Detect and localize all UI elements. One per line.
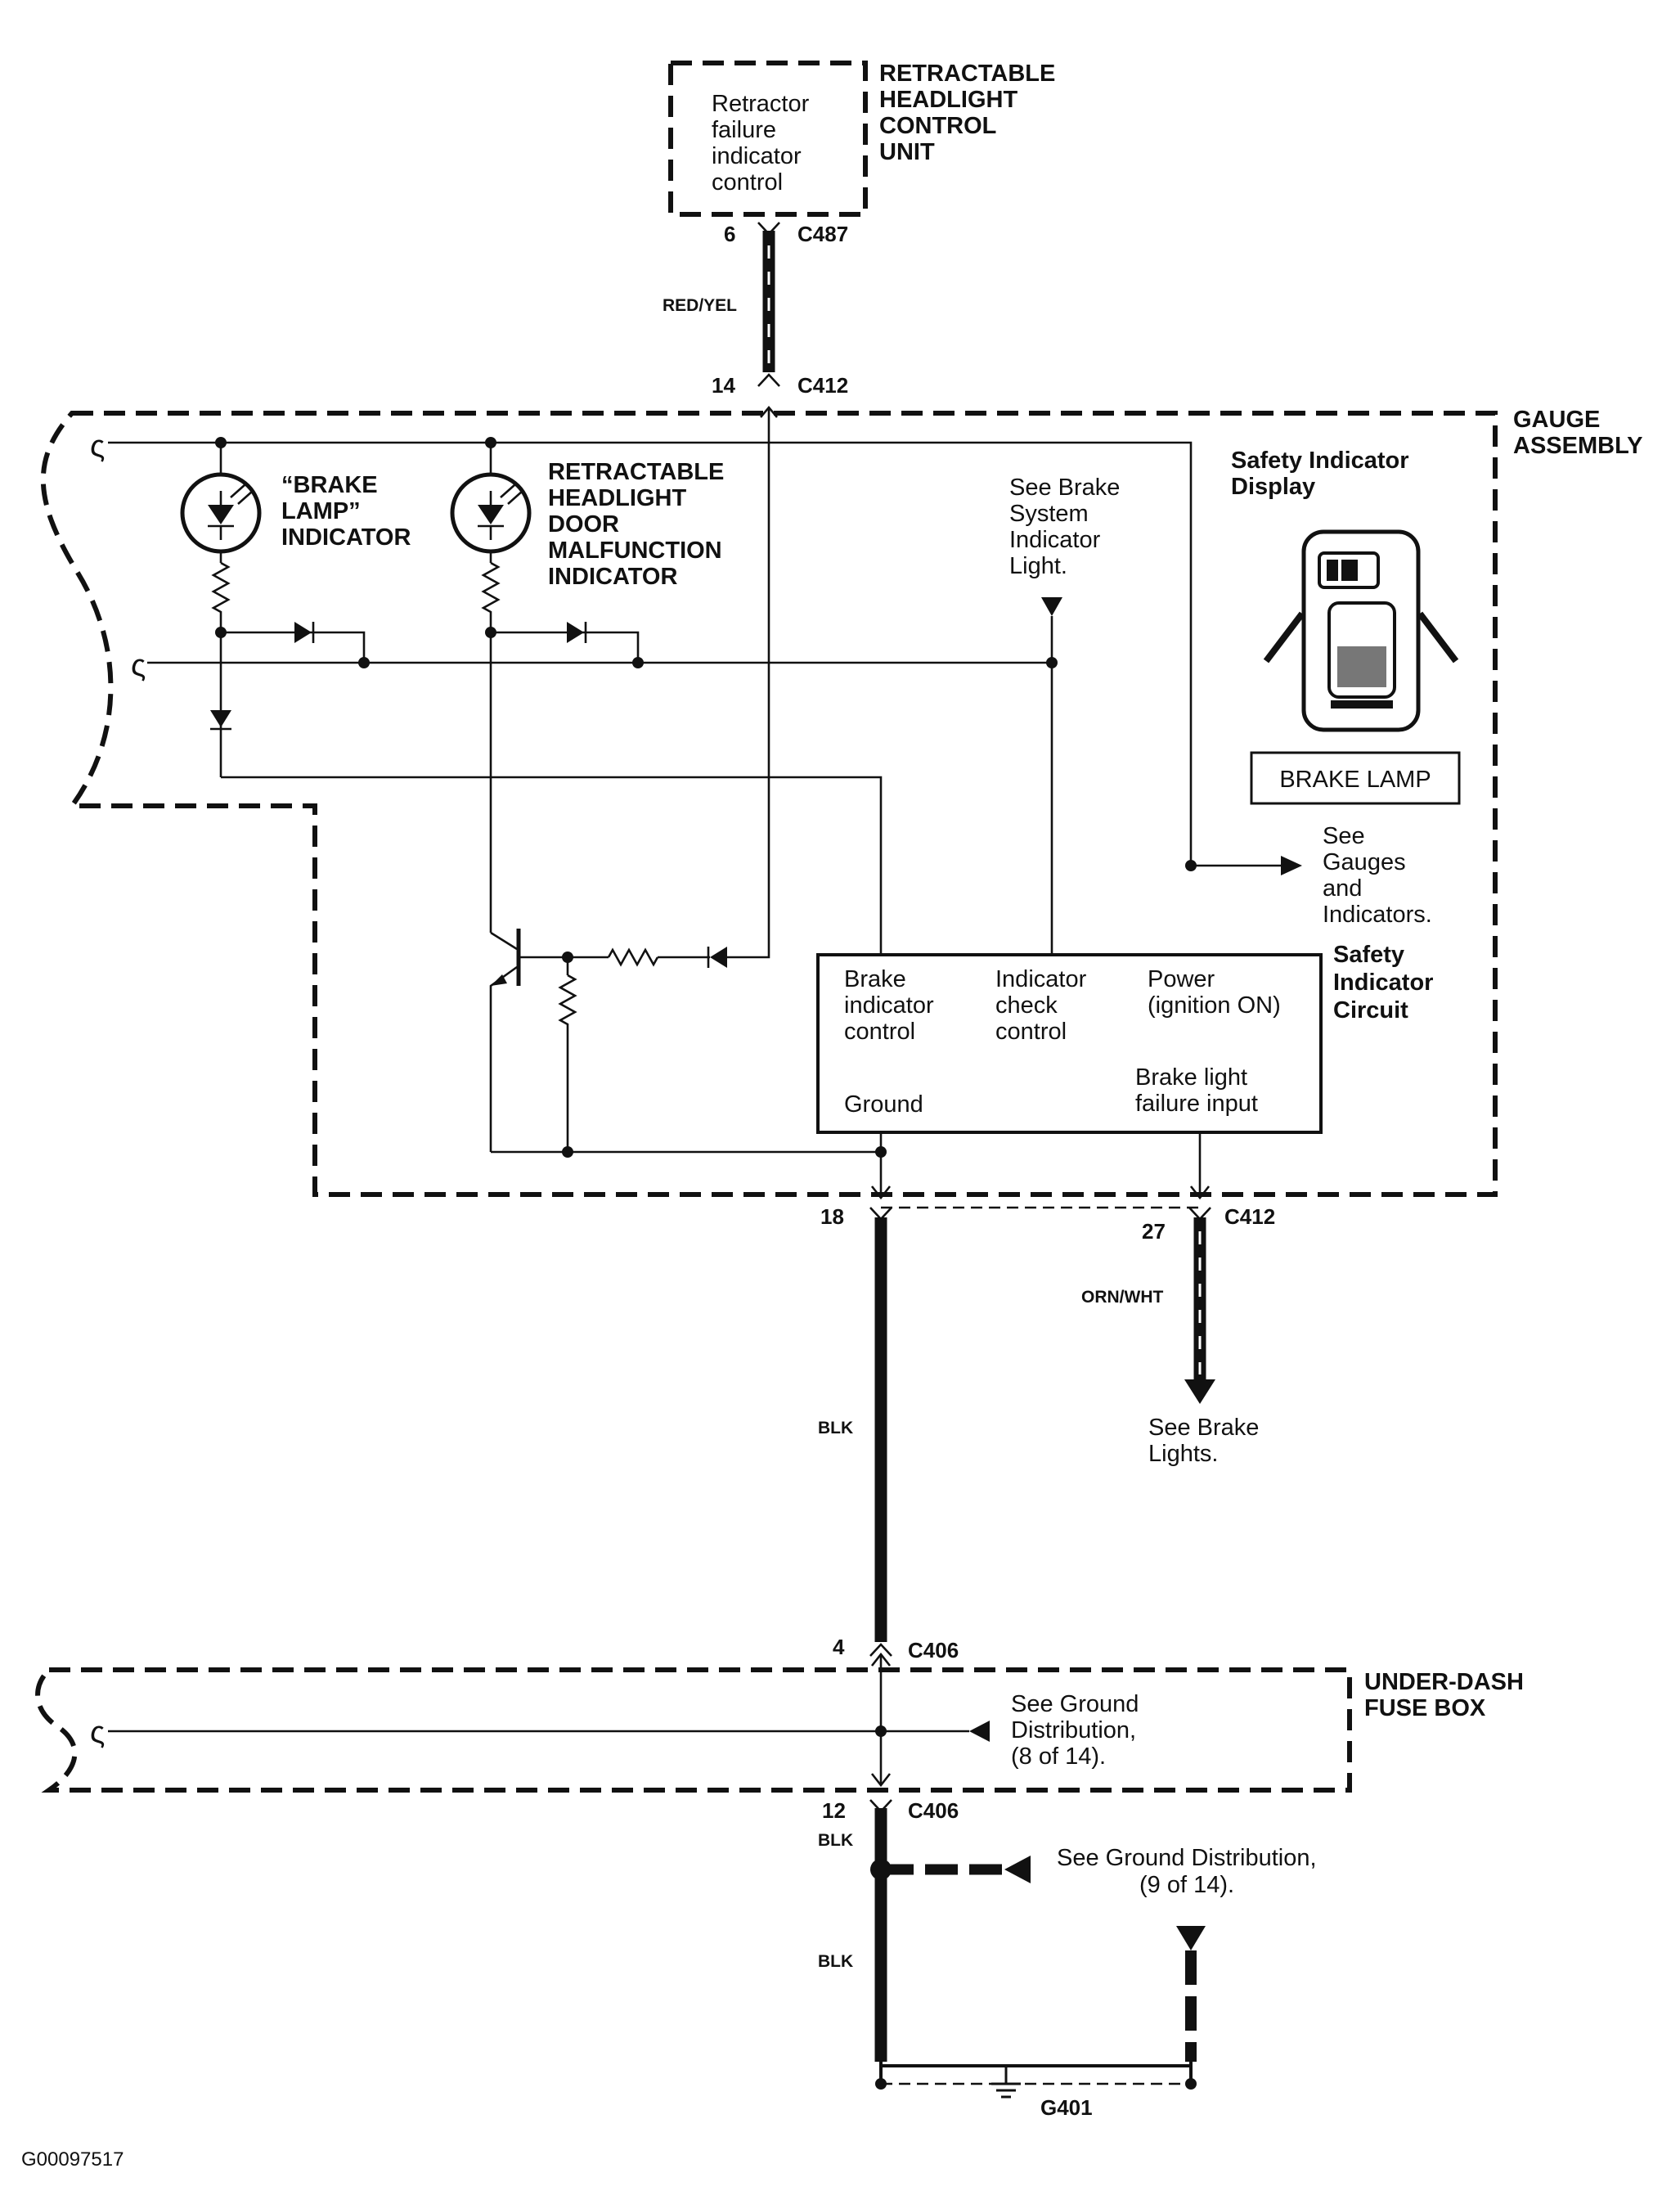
diode-icon (294, 622, 312, 643)
control-unit-box (668, 61, 868, 217)
fuse-ref-mid-icon: ς (131, 649, 146, 683)
safety-circuit-title: Safety Indicator Circuit (1333, 942, 1440, 1024)
brake-light-failure-text: Brake light failure input (1135, 1064, 1258, 1117)
fuse-ref-bottom-icon: ς (90, 1716, 105, 1750)
pin-4-label: 4 (833, 1635, 845, 1659)
diode-icon (210, 710, 231, 727)
control-unit-title: RETRACTABLE HEADLIGHT CONTROL UNIT (879, 61, 1062, 165)
circuit-box (816, 953, 1323, 1134)
wire-orn-wht: ORN/WHT See Brake Lights. (1081, 1207, 1265, 1467)
brake-lamp-resistor-icon (211, 561, 231, 622)
blk-upper-label: BLK (818, 1419, 853, 1437)
see-brake-lights-text: See Brake Lights. (1148, 1415, 1265, 1467)
brake-lamp-display-text: BRAKE LAMP (1279, 767, 1431, 793)
c406-bottom-label: C406 (908, 1798, 959, 1823)
c412-bottom-label: C412 (1224, 1204, 1275, 1229)
c487-label: C487 (797, 222, 848, 246)
diode-icon (567, 622, 584, 643)
see-ground-9-text: See Ground Distribution, (9 of 14). (1057, 1845, 1323, 1898)
c412-bottom-connector: 18 27 C412 (820, 1204, 1275, 1244)
brake-lamp-indicator: “BRAKE LAMP” INDICATOR (180, 437, 411, 777)
reference-arrow-icon (1041, 597, 1062, 616)
retractable-control-unit: Retractor failure indicator control RETR… (668, 61, 1062, 246)
figure-id: G00097517 (21, 2148, 124, 2171)
wire-red-yel: RED/YEL 14 C412 (663, 222, 848, 398)
door-malfunction-indicator: RETRACTABLE HEADLIGHT DOOR MALFUNCTION I… (450, 437, 730, 933)
red-yel-label: RED/YEL (663, 296, 737, 315)
resistor-icon (558, 974, 577, 1034)
diode-icon (710, 947, 727, 968)
orn-wht-label: ORN/WHT (1081, 1288, 1163, 1307)
pin-6-label: 6 (724, 222, 735, 246)
blk-label-1: BLK (818, 1831, 853, 1850)
under-dash-fuse-box: UNDER-DASH FUSE BOX ς See Ground Distrib… (35, 1652, 1530, 1793)
brake-lamp-display-label (1250, 751, 1461, 805)
gauge-assembly-title: GAUGE ASSEMBLY (1513, 407, 1642, 459)
safety-indicator-circuit: Brake indicator control Indicator check … (816, 942, 1440, 1134)
ground-icon (991, 2066, 1021, 2099)
brake-system-reference: See Brake System Indicator Light. (1009, 475, 1126, 956)
gauges-reference: See Gauges and Indicators. (1185, 823, 1432, 928)
see-gauges-text: See Gauges and Indicators. (1323, 823, 1432, 928)
transistor-icon (490, 931, 518, 951)
transistor-network (489, 405, 887, 1158)
safety-indicator-display: Safety Indicator Display BRAKE LAMP (1231, 448, 1461, 805)
fuse-ref-top-icon: ς (90, 430, 105, 464)
control-unit-inner-text: Retractor failure indicator control (712, 91, 815, 196)
see-brake-system-text: See Brake System Indicator Light. (1009, 475, 1126, 579)
safety-display-title: Safety Indicator Display (1231, 448, 1416, 500)
door-malfunction-resistor-icon (481, 561, 501, 622)
c406-top-label: C406 (908, 1638, 959, 1662)
pin-18-label: 18 (820, 1204, 844, 1229)
brake-indicator-control-text: Brake indicator control (844, 966, 941, 1045)
wire-blk-upper: BLK 4 C406 (818, 1207, 959, 1662)
power-ignition-text: Power (ignition ON) (1148, 966, 1281, 1019)
reference-arrow-icon (1176, 1926, 1206, 1950)
lower-ground-circuit: 12 C406 BLK BLK See Ground Distribution,… (818, 1798, 1323, 2120)
c412-top-label: C412 (797, 373, 848, 398)
pin-14-label: 14 (712, 373, 735, 398)
indicator-check-control-text: Indicator check control (995, 966, 1093, 1045)
brake-lamp-indicator-label: “BRAKE LAMP” INDICATOR (281, 472, 411, 551)
blk-label-2: BLK (818, 1952, 853, 1971)
gauge-assembly-border (40, 411, 1498, 1197)
see-ground-8-text: See Ground Distribution, (8 of 14). (1011, 1691, 1145, 1770)
reference-arrow-icon (969, 1721, 990, 1742)
pin-12-label: 12 (822, 1798, 846, 1823)
ground-text: Ground (844, 1091, 923, 1118)
under-dash-title: UNDER-DASH FUSE BOX (1364, 1669, 1530, 1721)
under-dash-border (35, 1667, 1352, 1793)
reference-arrow-icon (1281, 856, 1302, 875)
arrow-down-icon (1184, 1379, 1215, 1404)
door-malfunction-indicator-label: RETRACTABLE HEADLIGHT DOOR MALFUNCTION I… (548, 459, 730, 590)
resistor-icon (607, 947, 659, 967)
reference-arrow-icon (1004, 1856, 1031, 1883)
pin-27-label: 27 (1142, 1219, 1166, 1244)
g401-label: G401 (1040, 2095, 1093, 2120)
gauge-assembly: GAUGE ASSEMBLY ς ς (40, 405, 1642, 1200)
